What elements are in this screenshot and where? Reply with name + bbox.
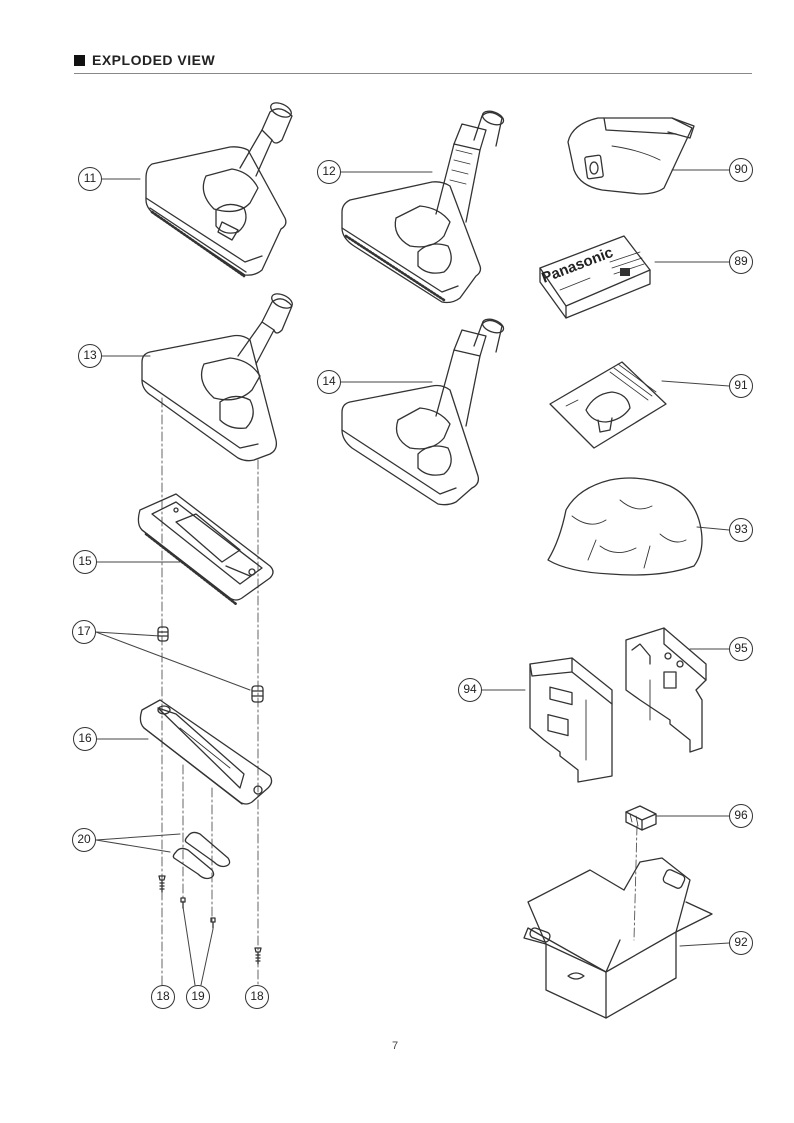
poly-bag-93-drawing xyxy=(547,477,703,576)
callout-89: 89 xyxy=(729,250,753,274)
nozzle-14-drawing xyxy=(341,318,505,506)
carton-92-drawing xyxy=(523,857,713,1019)
callout-15: 15 xyxy=(73,550,97,574)
callout-93: 93 xyxy=(729,518,753,542)
callout-94: 94 xyxy=(458,678,482,702)
box-brand-text: Panasonic xyxy=(539,244,615,287)
callout-13: 13 xyxy=(78,344,102,368)
callout-19: 19 xyxy=(186,985,210,1009)
callout-18-right: 18 xyxy=(245,985,269,1009)
screws-drawing xyxy=(158,875,262,965)
callout-17: 17 xyxy=(72,620,96,644)
base-plate-15-drawing xyxy=(137,493,274,606)
callout-95: 95 xyxy=(729,637,753,661)
callout-18-left: 18 xyxy=(151,985,175,1009)
nozzle-12-drawing xyxy=(341,110,505,304)
callout-90: 90 xyxy=(729,158,753,182)
callout-11: 11 xyxy=(78,167,102,191)
callout-91: 91 xyxy=(729,374,753,398)
callout-92: 92 xyxy=(729,931,753,955)
nozzle-11-drawing xyxy=(145,102,293,278)
section-header: EXPLODED VIEW xyxy=(74,52,215,68)
header-rule xyxy=(74,73,752,74)
block-96-drawing xyxy=(625,805,657,831)
callout-20: 20 xyxy=(72,828,96,852)
callout-14: 14 xyxy=(317,370,341,394)
dust-bag-90-drawing xyxy=(567,117,695,195)
callout-12: 12 xyxy=(317,160,341,184)
strip-20-drawing xyxy=(172,831,231,880)
lower-plate-16-drawing xyxy=(139,699,273,805)
manual-91-drawing xyxy=(549,361,667,449)
spacer-95-drawing xyxy=(625,627,707,753)
spring-17-drawing xyxy=(157,626,264,703)
callout-96: 96 xyxy=(729,804,753,828)
page-number: 7 xyxy=(392,1040,399,1052)
header-square-icon xyxy=(74,54,85,66)
spacer-94-drawing xyxy=(529,657,613,783)
callout-16: 16 xyxy=(73,727,97,751)
nozzle-13-drawing xyxy=(141,293,293,462)
bag-box-89-drawing xyxy=(539,235,651,319)
section-title: EXPLODED VIEW xyxy=(92,52,216,68)
leader-lines xyxy=(95,169,730,986)
